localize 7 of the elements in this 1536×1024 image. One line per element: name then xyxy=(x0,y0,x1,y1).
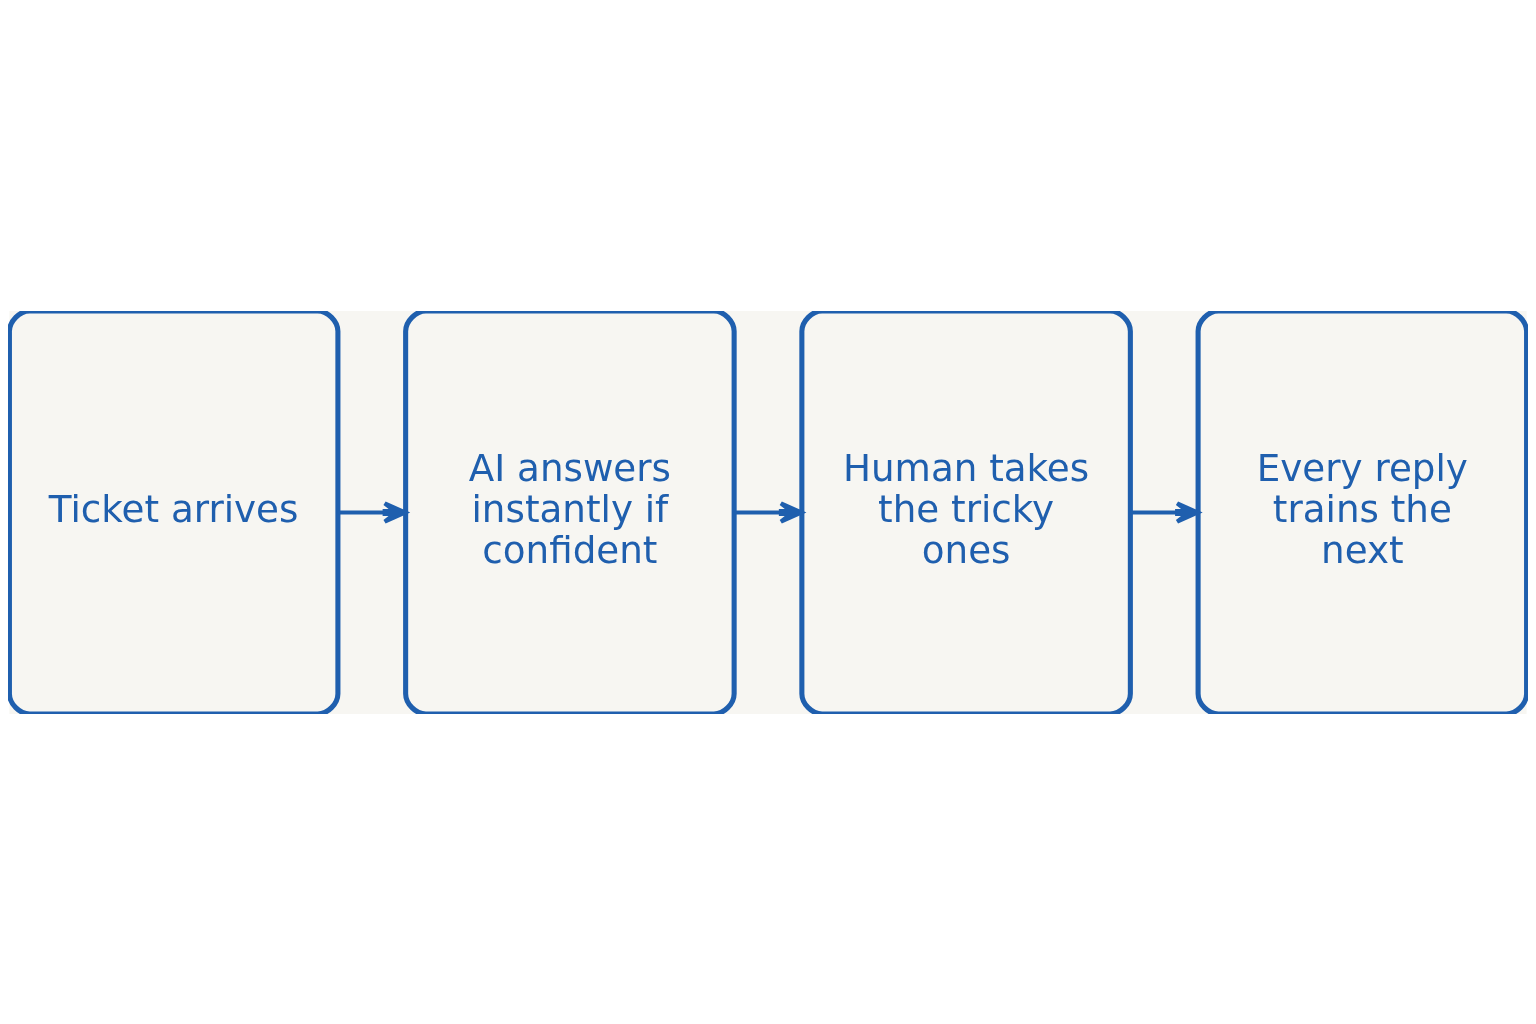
arrow xyxy=(734,500,804,524)
node-box: Ticket arrives xyxy=(8,310,341,714)
node-box: AI answers instantly if confident xyxy=(403,310,737,714)
node-box: Every reply trains the next xyxy=(1195,310,1528,714)
arrow xyxy=(1130,500,1200,524)
arrow xyxy=(338,500,408,524)
node-box: Human takes the tricky ones xyxy=(799,310,1133,714)
